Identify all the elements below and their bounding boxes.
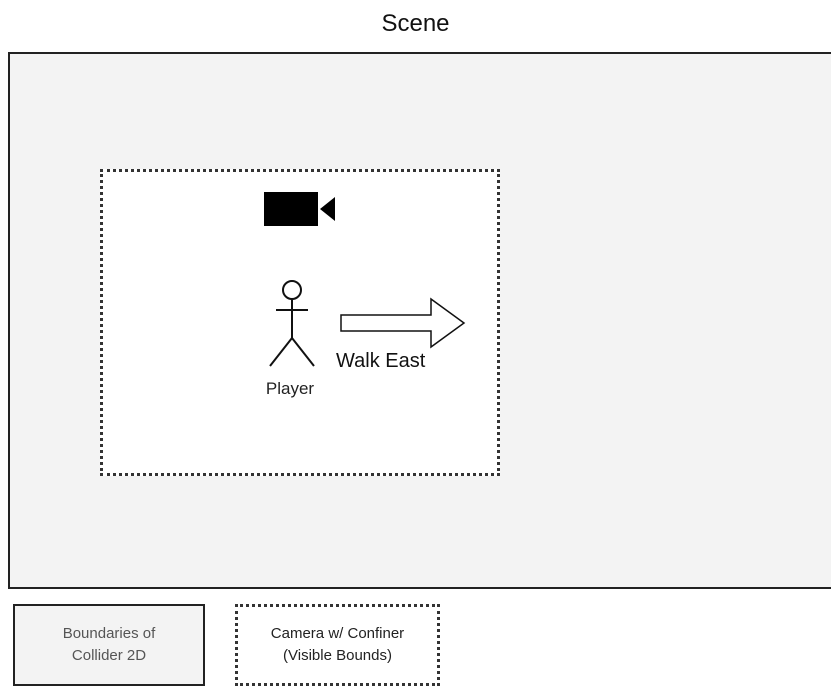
stick-figure-icon	[269, 280, 315, 367]
legend-camera-label: Camera w/ Confiner (Visible Bounds)	[270, 625, 405, 664]
legend-camera-confiner: Camera w/ Confiner (Visible Bounds)	[235, 604, 440, 686]
video-camera-icon	[264, 192, 335, 226]
walk-east-label: Walk East	[336, 350, 426, 372]
legend-collider-boundaries: Boundaries of Collider 2D	[13, 604, 205, 686]
right-arrow-icon	[340, 297, 466, 349]
legend-collider-label: Boundaries of Collider 2D	[62, 625, 156, 664]
player-label: Player	[265, 379, 315, 398]
scene-title: Scene	[381, 10, 450, 37]
